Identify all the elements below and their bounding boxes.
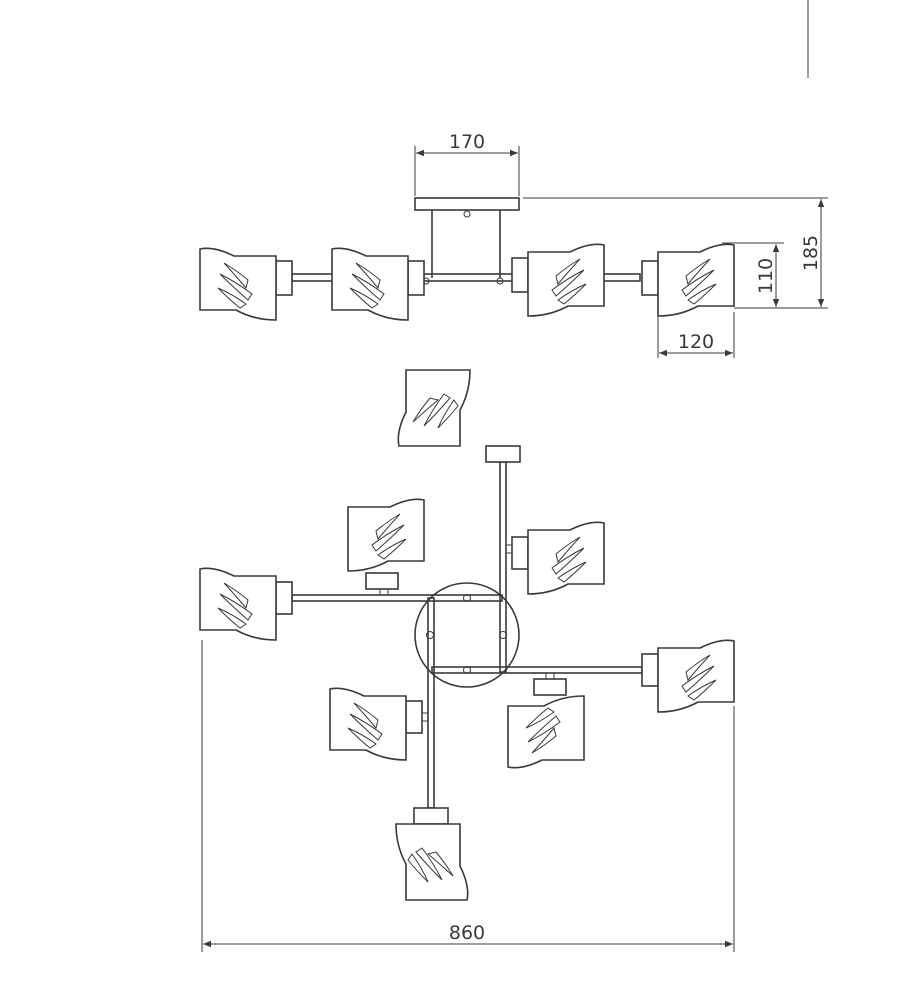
arm-bottom xyxy=(427,597,435,809)
dimension-shade-width: 120 xyxy=(657,312,735,358)
lamp-inner-top xyxy=(347,498,425,596)
lamp-left-outer xyxy=(199,567,293,641)
lamp-inner-left xyxy=(329,687,429,761)
dimension-total-height: 185 xyxy=(523,197,828,309)
lamp-right-outer xyxy=(641,639,735,713)
lamp-inner-right xyxy=(505,521,605,595)
dimension-shade-height: 110 xyxy=(722,242,784,307)
dimension-canopy-width: 170 xyxy=(414,131,520,196)
arm-top xyxy=(499,461,507,673)
side-lamp-2 xyxy=(331,247,425,321)
dim-label-170: 170 xyxy=(449,131,485,153)
side-view xyxy=(199,197,735,321)
dimension-overall-width: 860 xyxy=(201,640,735,952)
top-view xyxy=(199,369,735,901)
lamp-top-outer xyxy=(397,369,521,463)
canopy-plate xyxy=(414,197,520,211)
dim-label-120: 120 xyxy=(678,331,714,353)
side-lamp-4 xyxy=(641,243,735,317)
dim-label-185: 185 xyxy=(800,235,822,271)
side-lamp-1 xyxy=(199,247,293,321)
canopy-screw xyxy=(463,210,471,218)
lamp-inner-bottom xyxy=(507,672,585,769)
dim-label-860: 860 xyxy=(449,922,485,944)
dim-label-110: 110 xyxy=(755,258,777,294)
side-lamp-3 xyxy=(511,243,605,317)
canopy-disc xyxy=(414,582,520,688)
lamp-bottom-outer xyxy=(395,807,469,901)
